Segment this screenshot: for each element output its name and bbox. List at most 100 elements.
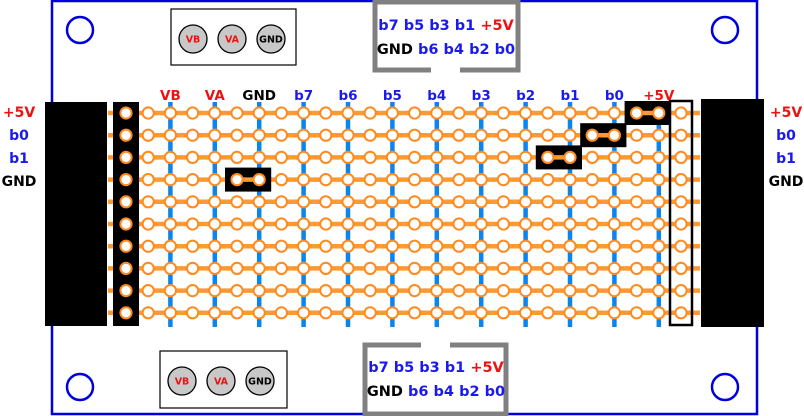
board-hole [607,195,622,209]
board-hole [363,173,377,187]
bus-connector-bottom-row1: b7 b5 b3 b1 +5V [368,360,504,376]
board-hole [341,306,355,320]
board-hole [541,195,555,209]
board-hole [430,306,444,320]
board-hole [630,128,644,142]
board-hole [252,306,266,320]
board-hole [674,106,688,120]
board-hole [385,173,399,187]
board-hole [474,106,488,120]
board-hole [496,106,510,120]
board-hole [519,150,533,164]
board-hole [563,128,577,142]
board-hole [163,150,177,164]
connector-label: b0 [490,42,516,58]
pin-gnd-label: GND [248,377,272,388]
board-hole [385,128,399,142]
board-hole [119,306,133,320]
board-hole [119,150,133,164]
board-hole [186,261,200,275]
board-hole [430,261,444,275]
board-hole [607,217,622,231]
connector-label: b6 [403,384,429,400]
board-hole [452,173,466,187]
board-hole [163,306,177,320]
connector-label: b5 [399,18,425,34]
board-hole [208,106,222,120]
board-hole [452,106,466,120]
column-label: VA [205,88,226,104]
pin-gnd: GND [245,366,275,396]
board-hole [319,150,333,164]
column-label: +5V [643,88,675,104]
board-hole [297,261,311,275]
board-hole [519,106,533,120]
board-hole [607,173,622,187]
board-hole [496,217,510,231]
board-hole [541,261,555,275]
board-hole [230,217,244,231]
board-hole [252,217,266,231]
pin-vb-label: VB [175,377,190,388]
board-hole [408,306,422,320]
board-hole [230,195,244,209]
board-hole [408,195,422,209]
pin-va-pad [206,366,236,396]
board-hole [496,284,510,298]
column-label: b5 [383,88,402,104]
board-hole [563,306,577,320]
board-hole [208,261,222,275]
side-label: b1 [776,151,796,167]
board-hole [363,239,377,253]
board-hole [119,195,133,209]
board-hole [208,284,222,298]
board-hole [208,173,222,187]
board-hole [674,195,688,209]
column-label: b1 [560,88,579,104]
side-label: GND [2,174,37,190]
board-hole [208,128,222,142]
board-hole [408,173,422,187]
side-label: GND [769,174,804,190]
board-hole [208,239,222,253]
board-hole [585,261,599,275]
board-hole [363,128,377,142]
connector-label: b4 [439,42,465,58]
bus-connector-bottom: b7 b5 b3 b1 +5V GND b6 b4 b2 b0 [362,342,509,416]
board-hole [652,106,666,120]
board-hole [408,106,422,120]
board-hole [541,150,555,164]
board-hole [363,217,377,231]
board-hole [563,284,577,298]
board-hole [630,173,644,187]
board-hole [341,239,355,253]
board-hole [274,195,288,209]
connector-label: b1 [440,360,466,376]
board-hole [519,173,533,187]
connector-label: +5V [465,360,504,376]
board-hole [230,128,244,142]
board-hole [319,284,333,298]
bus-connector-top-row1: b7 b5 b3 b1 +5V [378,18,514,34]
bus-connector-top: b7 b5 b3 b1 +5V GND b6 b4 b2 b0 [372,0,521,73]
board-hole [585,195,599,209]
board-hole [408,150,422,164]
board-hole [319,217,333,231]
board-hole [585,106,599,120]
side-label: b1 [9,151,29,167]
board-hole [474,150,488,164]
board-hole [630,284,644,298]
board-hole [652,195,666,209]
board-hole [607,106,622,120]
board-hole [274,306,288,320]
board-hole [519,195,533,209]
board-hole [319,106,333,120]
board-hole [630,150,644,164]
board-hole [274,128,288,142]
board-hole [274,284,288,298]
board-hole [430,150,444,164]
board-hole [252,195,266,209]
